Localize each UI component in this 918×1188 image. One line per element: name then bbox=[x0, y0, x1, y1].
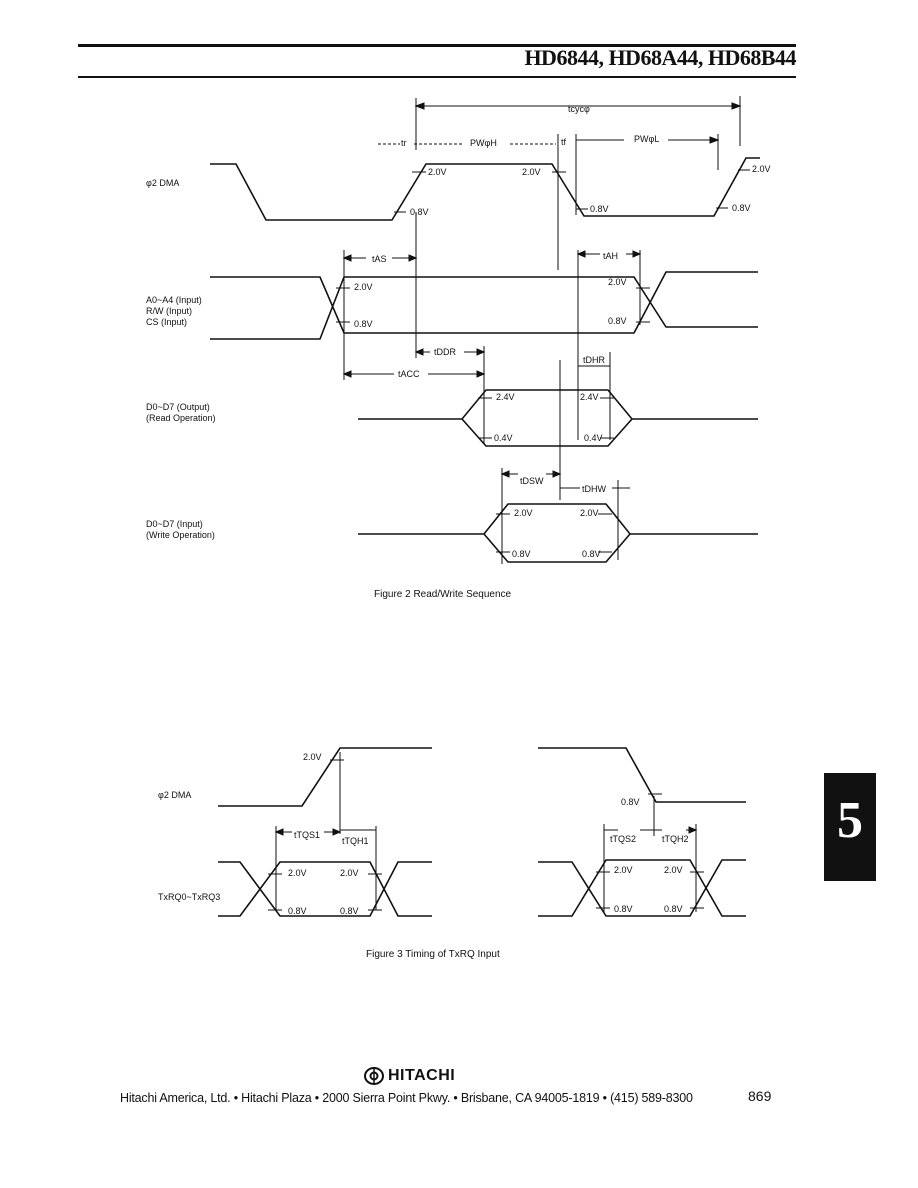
fig3-left-dimensions bbox=[274, 826, 377, 910]
fig3-label-tqs1: tTQS1 bbox=[294, 830, 320, 840]
signal-label-rw: R/W (Input) bbox=[146, 306, 192, 316]
label-tacc: tACC bbox=[398, 369, 420, 379]
addr-threshold-ticks bbox=[336, 287, 650, 323]
fig3-right-ticks bbox=[596, 871, 704, 909]
signal-label-read-op: (Read Operation) bbox=[146, 413, 216, 423]
footer-logo-text: HITACHI bbox=[388, 1067, 456, 1084]
waveform-read-data bbox=[358, 389, 758, 420]
label-tdsw: tDSW bbox=[520, 476, 544, 486]
fig3-phi2-rising bbox=[218, 747, 432, 807]
waveform-phi2-dma bbox=[210, 157, 760, 221]
label-tf: tf bbox=[561, 137, 567, 147]
fig3-label-tqs2: tTQS2 bbox=[610, 834, 636, 844]
figure2-read-write-sequence: tcycφ tr PWφH tf PWφL φ2 DMA 2.0V 0.8V 2… bbox=[146, 96, 771, 600]
tcyc-dimension bbox=[414, 96, 742, 150]
footer-logo: HITACHI bbox=[364, 1067, 455, 1085]
label-tdhw: tDHW bbox=[582, 484, 606, 494]
addr-v08-b: 0.8V bbox=[608, 316, 627, 326]
header-rule-top bbox=[78, 44, 796, 47]
phi2-v20-b: 2.0V bbox=[522, 167, 541, 177]
fig3-phi2-v20: 2.0V bbox=[303, 752, 322, 762]
fig3-signal-phi2: φ2 DMA bbox=[158, 790, 191, 800]
fig3-phi2-falling bbox=[538, 747, 746, 803]
signal-label-write-op: (Write Operation) bbox=[146, 530, 215, 540]
read-threshold-ticks bbox=[478, 397, 614, 439]
read-v24-a: 2.4V bbox=[496, 392, 515, 402]
phi2-v20-c: 2.0V bbox=[752, 164, 771, 174]
tas-tah-dimensions bbox=[342, 250, 642, 262]
fig3-right-v08-b: 0.8V bbox=[664, 904, 683, 914]
signal-label-read-data: D0~D7 (Output) bbox=[146, 402, 210, 412]
fig3-txrq-right-b bbox=[538, 859, 746, 917]
figure3-caption: Figure 3 Timing of TxRQ Input bbox=[366, 949, 500, 960]
label-tah: tAH bbox=[603, 251, 618, 261]
phi2-v08-a: 0.8V bbox=[410, 207, 429, 217]
addr-v08-a: 0.8V bbox=[354, 319, 373, 329]
addr-v20-a: 2.0V bbox=[354, 282, 373, 292]
figure2-caption: Figure 2 Read/Write Sequence bbox=[374, 589, 512, 600]
write-v20-b: 2.0V bbox=[580, 508, 599, 518]
addr-v20-b: 2.0V bbox=[608, 277, 627, 287]
fig3-right-v20-b: 2.0V bbox=[664, 865, 683, 875]
fig3-right-v20-a: 2.0V bbox=[614, 865, 633, 875]
phi2-v20-a: 2.0V bbox=[428, 167, 447, 177]
phi2-v08-b: 0.8V bbox=[590, 204, 609, 214]
waveform-addr-high bbox=[210, 271, 758, 334]
label-pwl: PWφL bbox=[634, 134, 659, 144]
section-tab-number: 5 bbox=[837, 792, 863, 849]
label-tdhr: tDHR bbox=[583, 355, 605, 365]
fig3-txrq-right-a bbox=[538, 859, 746, 917]
write-v20-a: 2.0V bbox=[514, 508, 533, 518]
page-number: 869 bbox=[748, 1088, 772, 1104]
fig3-left-v08-a: 0.8V bbox=[288, 906, 307, 916]
write-v08-b: 0.8V bbox=[582, 549, 601, 559]
fig3-label-tqh2: tTQH2 bbox=[662, 834, 689, 844]
phase-width-dimensions bbox=[378, 134, 720, 270]
fig3-label-tqh1: tTQH1 bbox=[342, 836, 369, 846]
read-v04-b: 0.4V bbox=[584, 433, 603, 443]
fig3-left-v20-a: 2.0V bbox=[288, 868, 307, 878]
label-tddr: tDDR bbox=[434, 347, 456, 357]
header-rule-bottom bbox=[78, 76, 796, 78]
phi2-threshold-ticks bbox=[394, 169, 750, 213]
fig3-right-dimensions bbox=[603, 824, 698, 912]
fig3-left-ticks bbox=[268, 873, 382, 911]
fig3-txrq-left-a bbox=[218, 861, 432, 917]
fig3-right-v08-a: 0.8V bbox=[614, 904, 633, 914]
phi2-v08-c: 0.8V bbox=[732, 203, 751, 213]
write-v08-a: 0.8V bbox=[512, 549, 531, 559]
waveform-read-data-low bbox=[461, 418, 633, 447]
fig3-phi2-v08: 0.8V bbox=[621, 797, 640, 807]
signal-label-write-data: D0~D7 (Input) bbox=[146, 519, 203, 529]
label-pwh: PWφH bbox=[470, 138, 497, 148]
label-tr: tr bbox=[401, 138, 407, 148]
read-v24-b: 2.4V bbox=[580, 392, 599, 402]
footer-address: Hitachi America, Ltd. • Hitachi Plaza • … bbox=[120, 1091, 693, 1105]
waveform-addr-low bbox=[210, 276, 758, 340]
label-tas: tAS bbox=[372, 254, 387, 264]
write-threshold-ticks bbox=[496, 513, 612, 553]
signal-label-phi2-dma: φ2 DMA bbox=[146, 178, 179, 188]
waveform-write-data bbox=[358, 503, 758, 535]
read-dimensions bbox=[342, 348, 611, 440]
label-tcyc: tcycφ bbox=[568, 104, 590, 114]
signal-label-addr: A0~A4 (Input) bbox=[146, 295, 202, 305]
signal-label-cs: CS (Input) bbox=[146, 317, 187, 327]
read-v04-a: 0.4V bbox=[494, 433, 513, 443]
waveform-write-data-low bbox=[483, 533, 631, 563]
section-tab: 5 bbox=[824, 773, 876, 881]
fig3-txrq-left-b bbox=[218, 861, 432, 917]
fig3-signal-txrq: TxRQ0~TxRQ3 bbox=[158, 892, 220, 902]
write-dimensions bbox=[500, 468, 630, 564]
fig3-left-v20-b: 2.0V bbox=[340, 868, 359, 878]
figure3-txrq-timing: φ2 DMA TxRQ0~TxRQ3 2.0V 0.8V tTQS1 tTQH1 bbox=[158, 747, 746, 960]
hitachi-logo-icon bbox=[364, 1067, 384, 1085]
page-header-title: HD6844, HD68A44, HD68B44 bbox=[524, 45, 796, 70]
fig3-left-v08-b: 0.8V bbox=[340, 906, 359, 916]
